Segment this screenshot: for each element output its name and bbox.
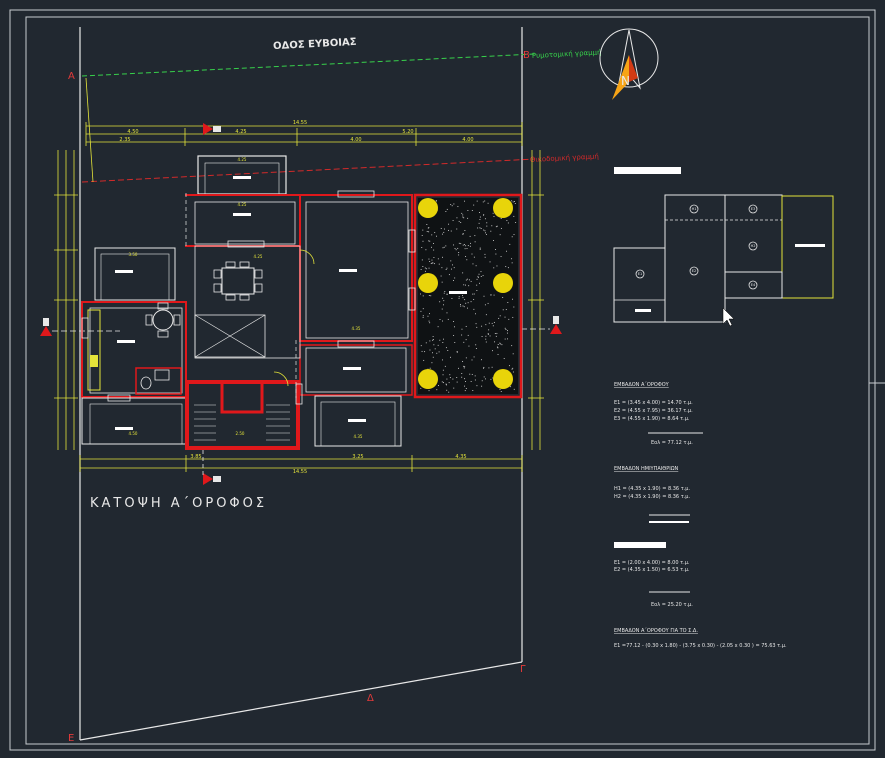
red-building-line [81, 158, 536, 183]
corner-label-a: Α [68, 71, 75, 82]
dim-top-1: 4.50 [127, 129, 138, 135]
floor-plan [81, 155, 523, 450]
dim-bottom-total: 14.55 [293, 469, 307, 475]
side-dimension-lines [54, 150, 544, 450]
tsa-title: ΕΜΒΑΔΟΝ Α΄ΟΡΟΦΟΥ ΓΙΑ ΤΟ Σ.Δ. [614, 628, 698, 634]
corner-label-b: Β [523, 50, 530, 61]
dim-top2-1: 2.35 [119, 137, 130, 143]
room-tags [115, 176, 467, 430]
key-label-2: Ε2 [692, 269, 696, 273]
room-dim-1: 4.25 [238, 157, 247, 162]
b-line-2: Ε2 = (4.35 x 1.50) = 6.53 τ.μ. [614, 567, 690, 573]
b-line-1: Ε1 = (2.00 x 4.00) = 8.00 τ.μ. [614, 560, 690, 566]
area-title: ΕΜΒΑΔΟΝ Α΄ΟΡΟΦΟΥ [614, 382, 670, 388]
tsa-line: Ε1 =77.12 - (0.30 x 1.80) - (3.75 x 0.30… [614, 643, 787, 649]
plan-title: ΚΑΤΟΨΗ Α΄ΟΡΟΦΟΣ [90, 496, 267, 511]
semi-line-1: Η1 = (4.35 x 1.90) = 8.36 τ.μ. [614, 486, 690, 492]
legend-rules [614, 432, 703, 593]
area-line-3: E3 = (4.55 x 1.90) = 8.64 τ.μ. [614, 416, 690, 422]
dim-top2-2: 4.00 [350, 137, 361, 143]
semi-title: ΕΜΒΑΔΟΝ ΗΜΙΥΠΑΙΘΡΙΩΝ [614, 466, 679, 472]
room-dim-6: 4.50 [129, 431, 138, 436]
north-letter: N [621, 74, 630, 88]
key-label-1: Ε1 [638, 272, 642, 276]
section-marker-top [203, 123, 221, 135]
garden-area [418, 198, 518, 394]
drawing-frame-inner [25, 16, 870, 745]
corner-label-e: Ε [68, 733, 74, 744]
room-dim-8: 4.35 [354, 434, 363, 439]
area-line-1: E1 = (3.45 x 4.00) = 14.70 τ.μ. [614, 400, 693, 406]
green-line-label: Ρυμοτομική γραμμή [532, 48, 602, 60]
corner-label-d: Δ [367, 693, 374, 704]
bottom-dimension-lines [79, 455, 523, 472]
area-legend: ΕΜΒΑΔΟΝ Α΄ΟΡΟΦΟΥ E1 = (3.45 x 4.00) = 14… [614, 382, 787, 649]
b-total: Εολ = 25.20 τ.μ. [651, 602, 693, 608]
key-plan: Ε1 Ε2 Η1 Ε3 Η2 Ε4 [613, 167, 834, 327]
setback-line [85, 77, 94, 183]
drawing-frame-outer [9, 9, 876, 751]
dim-top-total: 14.55 [293, 120, 307, 126]
room-dim-4: 4.35 [352, 326, 361, 331]
top-dimension-lines [85, 122, 523, 146]
dim-bottom-3: 4.35 [455, 454, 466, 460]
key-label-3: Η1 [692, 207, 697, 211]
dim-bottom-2: 3.25 [352, 454, 363, 460]
street-name: ΟΔΟΣ ΕΥΒΟΙΑΣ [273, 37, 357, 52]
section-marker-bottom [202, 450, 221, 485]
dim-top-2: 4.25 [235, 129, 246, 135]
room-dim-2: 4.25 [238, 202, 247, 207]
mouse-cursor-icon [722, 307, 735, 327]
area-total: Εολ = 77.12 τ.μ. [651, 440, 693, 446]
red-line-label: Οικοδομική γραμμή [530, 152, 599, 164]
dim-top2-3: 4.00 [462, 137, 473, 143]
dim-bottom-1: 3.85 [190, 454, 201, 460]
key-label-6: Ε4 [751, 283, 756, 287]
semi-line-2: Η2 = (4.35 x 1.90) = 8.36 τ.μ. [614, 494, 690, 500]
dim-top-3: 5.20 [402, 129, 413, 135]
corner-label-g: Γ [520, 664, 526, 675]
section-marker-left [40, 318, 120, 336]
garden-speckles [420, 200, 517, 393]
room-dim-3: 4.25 [254, 254, 263, 259]
green-building-line [81, 53, 536, 77]
room-dim-7: 2.50 [236, 431, 245, 436]
room-dim-5: 3.50 [129, 252, 138, 257]
north-arrow-icon: N [599, 28, 659, 100]
key-label-4: Ε3 [751, 207, 755, 211]
area-line-2: E2 = (4.55 x 7.95) = 36.17 τ.μ. [614, 408, 693, 414]
garden-trees [418, 198, 513, 389]
key-label-5: Η2 [751, 244, 756, 248]
